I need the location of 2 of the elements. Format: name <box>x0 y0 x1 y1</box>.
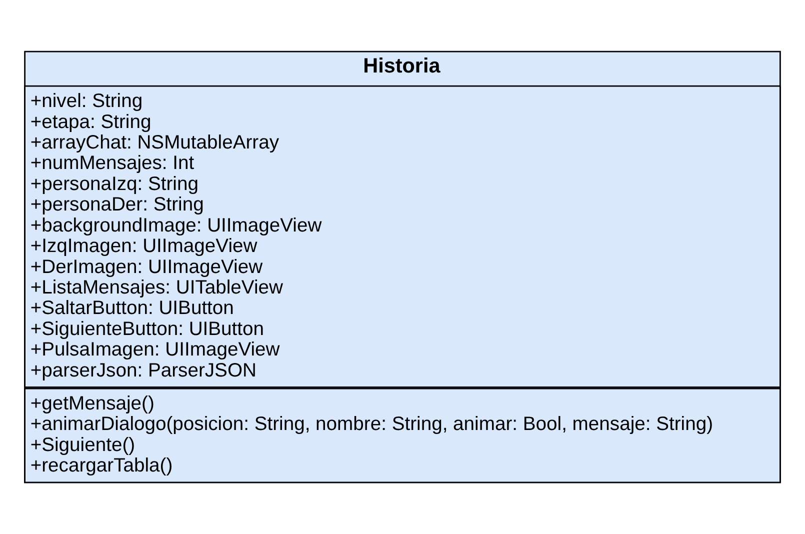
node-box: +getMensaje() +animarDialogo(posicion: String, nombre: String, animar: Bool, mensaje: String) +Siguiente() +recargarTabla() <box>24 388 781 484</box>
node-box: +nivel: String +etapa: String +arrayChat: NSMutableArray +numMensajes: Int +personaIzq: String +personaDer: String +backgroundImage: UIImageView +IzqImagen: UIImageView +DerImagen: UIImageView +ListaMensajes: UITableView +SaltarButton: UIButton +SiguienteButton: UIButton +PulsaImagen: UIImageView +parserJson: ParserJSON <box>24 85 781 388</box>
